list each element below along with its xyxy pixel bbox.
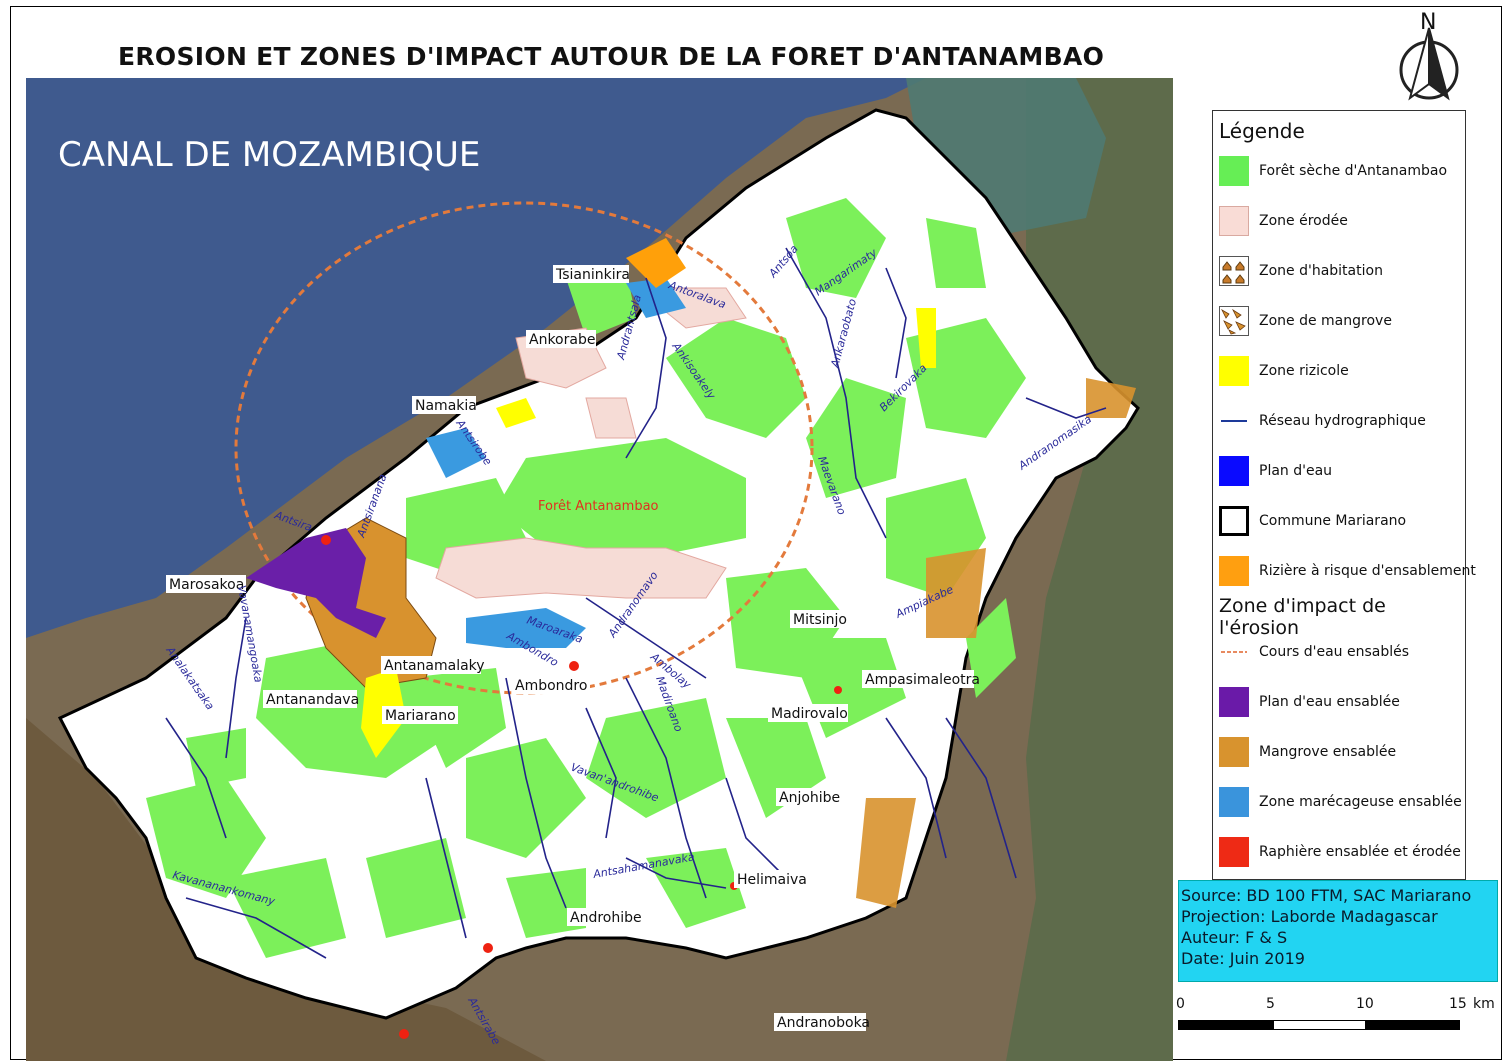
hydro-line-icon: [1221, 420, 1247, 422]
scale-segment: [1273, 1020, 1366, 1030]
scale-tick: 10: [1356, 996, 1374, 1012]
place-label: Anjohibe: [779, 790, 840, 806]
legend-swatch: [1219, 356, 1249, 386]
legend-item: Cours d'eau ensablés: [1219, 636, 1409, 668]
north-arrow-icon: [1399, 27, 1459, 101]
legend-item: Raphière ensablée et érodée: [1219, 836, 1461, 868]
legend-label: Zone marécageuse ensablée: [1259, 794, 1462, 810]
legend-title: Légende: [1219, 119, 1305, 143]
legend-item: Zone de mangrove: [1219, 305, 1392, 337]
legend-label: Rizière à risque d'ensablement: [1259, 563, 1476, 579]
silted-marsh-area: [466, 608, 586, 648]
place-label: Marosakoa: [169, 577, 244, 593]
legend-label: Commune Mariarano: [1259, 513, 1407, 529]
silted-marsh-area-3: [626, 278, 686, 318]
legend-label: Plan d'eau: [1259, 463, 1333, 479]
legend-label: Cours d'eau ensablés: [1259, 644, 1410, 660]
legend-item: Commune Mariarano: [1219, 505, 1406, 537]
forest-label: Forêt Antanambao: [538, 499, 659, 514]
date-line: Date: Juin 2019: [1181, 949, 1305, 968]
legend-swatch: [1219, 456, 1249, 486]
legend-item: Plan d'eau: [1219, 455, 1332, 487]
mangrove-east: [856, 378, 1136, 908]
legend-swatch: [1219, 687, 1249, 717]
source-line: Source: BD 100 FTM, SAC Mariarano: [1181, 886, 1472, 905]
legend-item: Forêt sèche d'Antanambao: [1219, 155, 1447, 187]
place-label: Tsianinkira: [555, 267, 630, 283]
source-box: Source: BD 100 FTM, SAC Mariarano Projec…: [1178, 880, 1498, 982]
legend-label: Zone rizicole: [1259, 363, 1349, 379]
place-label: Androhibe: [570, 910, 642, 926]
legend-item: Zone d'habitation: [1219, 255, 1383, 287]
map-canvas[interactable]: CANAL DE MOZAMBIQUE Forêt Antanambao Tsi…: [26, 78, 1173, 1061]
legend-item: Plan d'eau ensablée: [1219, 686, 1400, 718]
legend-swatch: [1219, 206, 1249, 236]
legend-item: Mangrove ensablée: [1219, 736, 1396, 768]
sea-label: CANAL DE MOZAMBIQUE: [58, 135, 480, 175]
author-line: Auteur: F & S: [1181, 928, 1288, 947]
legend-swatch: [1219, 737, 1249, 767]
place-label: Namakia: [415, 398, 477, 414]
map-panel[interactable]: CANAL DE MOZAMBIQUE Forêt Antanambao Tsi…: [26, 78, 1173, 1061]
scale-tick: 15: [1449, 996, 1467, 1012]
houses-icon: [1219, 256, 1249, 286]
legend-swatch: [1219, 506, 1249, 536]
legend-label: Plan d'eau ensablée: [1259, 694, 1400, 710]
legend-label: Zone d'habitation: [1259, 263, 1383, 279]
place-label: Antanandava: [266, 692, 359, 708]
raphia-spots: [321, 535, 842, 1039]
legend-label: Zone de mangrove: [1259, 313, 1392, 329]
legend-label: Forêt sèche d'Antanambao: [1259, 163, 1448, 179]
place-label: Ambondro: [515, 678, 587, 694]
place-label: Andranoboka: [777, 1015, 870, 1031]
place-label: Madirovalo: [771, 706, 848, 722]
map-title: EROSION ET ZONES D'IMPACT AUTOUR DE LA F…: [118, 42, 1105, 71]
legend-label: Raphière ensablée et érodée: [1259, 844, 1461, 860]
legend-label: Mangrove ensablée: [1259, 744, 1397, 760]
scale-tick: 5: [1266, 996, 1275, 1012]
silted-streams-ring: [234, 201, 814, 695]
legend-label: Réseau hydrographique: [1259, 413, 1426, 429]
scale-tick: 0: [1176, 996, 1185, 1012]
silted-marsh-area-2: [426, 428, 486, 478]
hydro-network: [165, 247, 1107, 959]
legend-swatch: [1219, 837, 1249, 867]
legend-item: Zone marécageuse ensablée: [1219, 786, 1462, 818]
rice-risk-zone: [626, 238, 686, 288]
legend-panel: Légende Forêt sèche d'Antanambao Zone ér…: [1212, 110, 1476, 880]
legend-label: Zone érodée: [1259, 213, 1348, 229]
projection-line: Projection: Laborde Madagascar: [1181, 907, 1438, 926]
scale-bar: 0 5 10 15 km: [1176, 996, 1496, 1036]
place-label: Mariarano: [385, 708, 456, 724]
legend-item: Zone érodée: [1219, 205, 1348, 237]
legend-item: Rizière à risque d'ensablement: [1219, 555, 1476, 587]
legend-item: Réseau hydrographique: [1219, 405, 1426, 437]
mangrove-icon: [1219, 306, 1249, 336]
place-label: Antanamalaky: [384, 658, 485, 674]
place-label: Helimaiva: [737, 872, 807, 888]
place-label: Mitsinjo: [793, 612, 847, 628]
scale-segment: [1366, 1020, 1460, 1030]
place-label: Ankorabe: [529, 332, 595, 348]
legend-item: Zone rizicole: [1219, 355, 1349, 387]
silted-water-area: [246, 528, 386, 638]
legend-swatch: [1219, 787, 1249, 817]
dashed-line-icon: [1221, 651, 1247, 653]
outside-land-coast: [26, 718, 546, 1061]
legend-swatch: [1219, 156, 1249, 186]
scale-unit: km: [1473, 996, 1495, 1012]
scale-segment: [1178, 1020, 1273, 1030]
north-letter: N: [1420, 10, 1437, 35]
legend-impact-title: Zone d'impact de l'érosion: [1219, 595, 1386, 639]
place-label: Ampasimaleotra: [865, 672, 980, 688]
legend-swatch: [1219, 556, 1249, 586]
